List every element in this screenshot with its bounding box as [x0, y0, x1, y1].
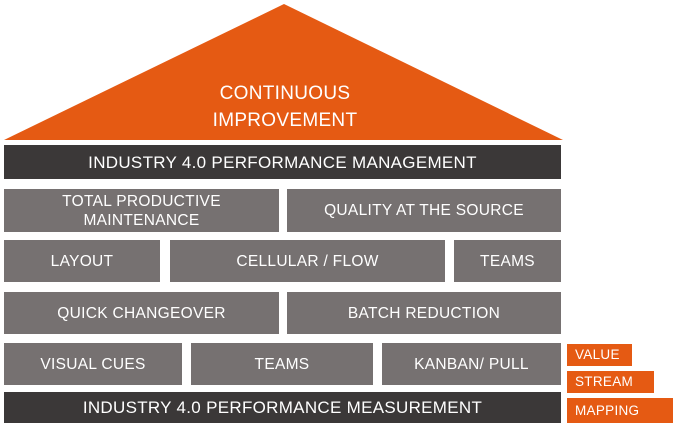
- performance-management-label: INDUSTRY 4.0 PERFORMANCE MANAGEMENT: [88, 152, 477, 172]
- performance-measurement-label: INDUSTRY 4.0 PERFORMANCE MEASUREMENT: [82, 398, 483, 417]
- cellular-flow-label: CELLULAR / FLOW: [236, 252, 379, 270]
- roof-label: CONTINUOUS IMPROVEMENT: [185, 80, 385, 134]
- tag-value-label: VALUE: [575, 347, 620, 362]
- tag-value: VALUE: [567, 344, 632, 366]
- tag-mapping: MAPPING: [567, 398, 673, 423]
- block-kanban-pull: KANBAN/ PULL: [382, 343, 561, 385]
- layout-label: LAYOUT: [50, 252, 114, 270]
- block-visual-cues: VISUAL CUES: [4, 343, 182, 385]
- tag-mapping-label: MAPPING: [575, 402, 640, 418]
- batch-reduction-label: BATCH REDUCTION: [347, 304, 501, 322]
- roof: [4, 4, 563, 140]
- tag-stream: STREAM: [567, 371, 654, 393]
- performance-measurement-bar: INDUSTRY 4.0 PERFORMANCE MEASUREMENT: [4, 392, 561, 423]
- quick-changeover-label: QUICK CHANGEOVER: [57, 304, 226, 322]
- performance-management-bar: INDUSTRY 4.0 PERFORMANCE MANAGEMENT: [4, 145, 561, 179]
- block-teams-lower: TEAMS: [191, 343, 373, 385]
- roof-triangle: [4, 4, 563, 140]
- block-quick-changeover: QUICK CHANGEOVER: [4, 292, 279, 334]
- tpm-label-line1: TOTAL PRODUCTIVE: [62, 192, 221, 210]
- teams-upper-label: TEAMS: [480, 252, 535, 270]
- tpm-label-line2: MAINTENANCE: [83, 211, 200, 229]
- block-cellular-flow: CELLULAR / FLOW: [170, 240, 445, 282]
- tag-stream-label: STREAM: [575, 374, 634, 389]
- roof-label-line1: CONTINUOUS: [219, 83, 351, 104]
- kanban-pull-label: KANBAN/ PULL: [414, 355, 529, 373]
- visual-cues-label: VISUAL CUES: [40, 355, 146, 373]
- teams-lower-label: TEAMS: [254, 355, 310, 373]
- block-layout: LAYOUT: [4, 240, 160, 282]
- block-quality-at-the-source: QUALITY AT THE SOURCE: [287, 189, 561, 232]
- roof-label-line2: IMPROVEMENT: [212, 110, 358, 131]
- block-teams-upper: TEAMS: [454, 240, 561, 282]
- block-total-productive-maintenance: TOTAL PRODUCTIVE MAINTENANCE: [4, 189, 279, 232]
- block-batch-reduction: BATCH REDUCTION: [287, 292, 561, 334]
- quality-label: QUALITY AT THE SOURCE: [324, 202, 524, 219]
